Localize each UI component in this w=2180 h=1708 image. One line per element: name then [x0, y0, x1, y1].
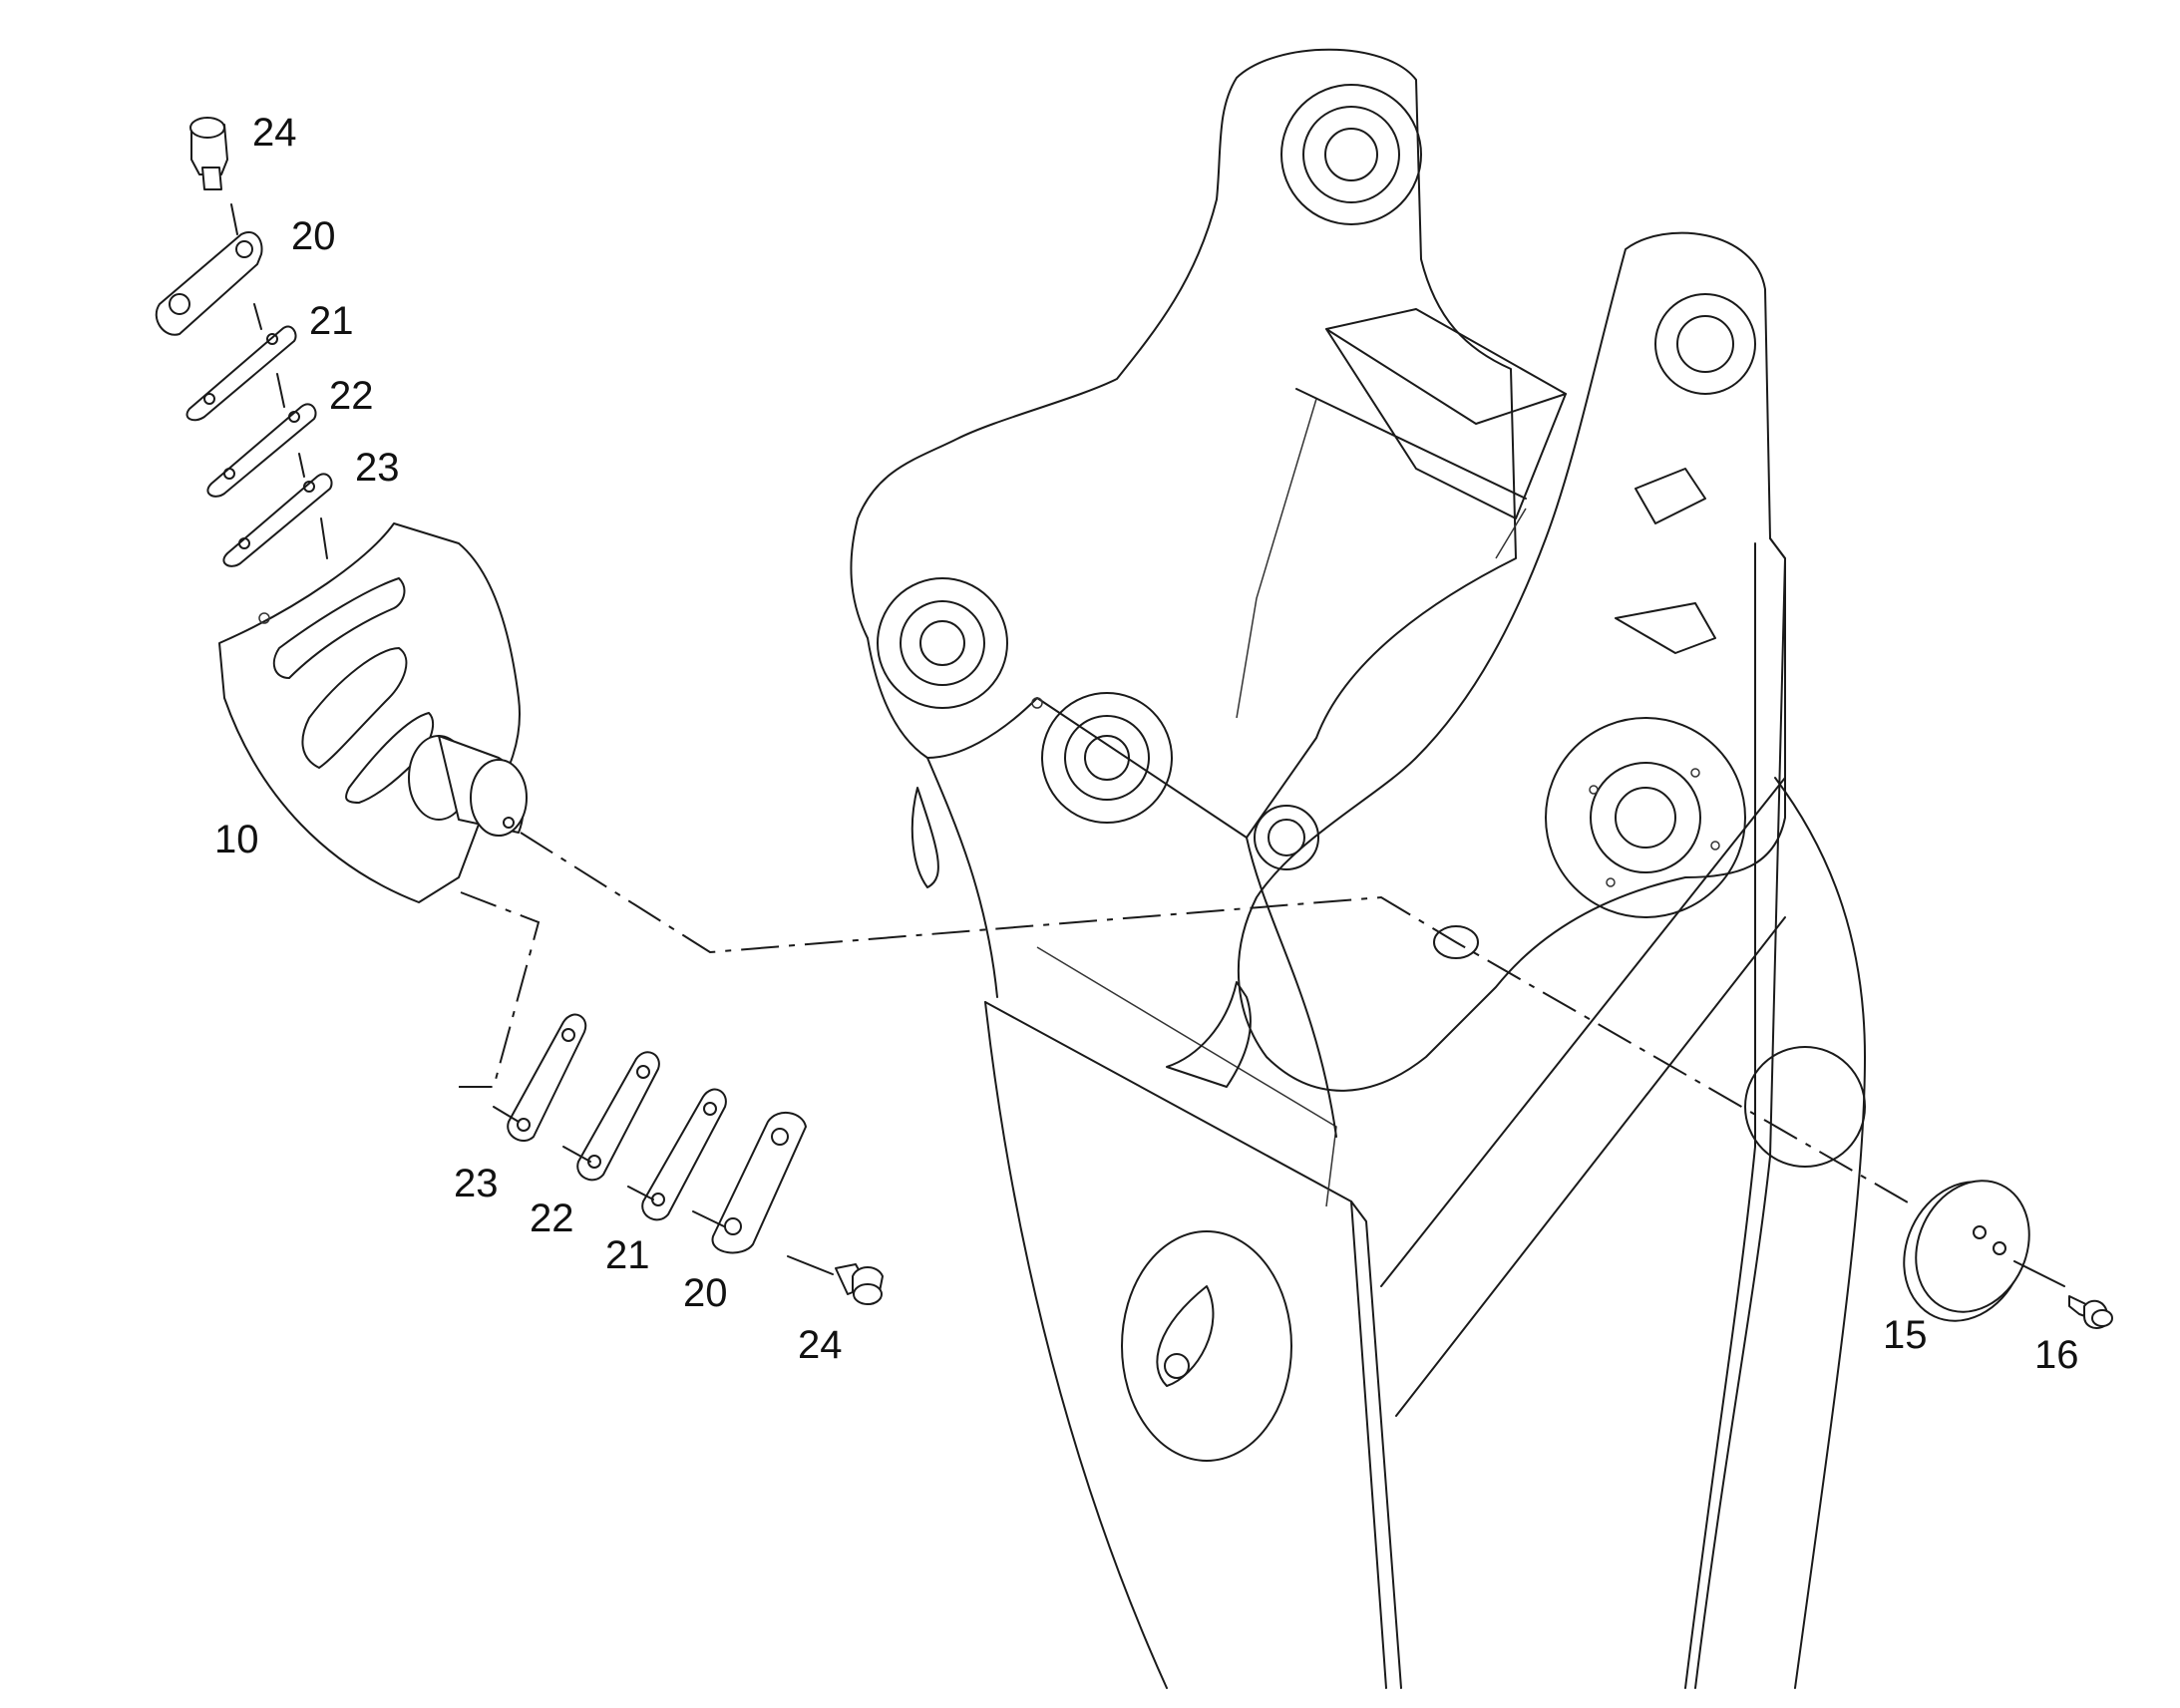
- top-plate-20: [155, 231, 263, 336]
- washer-15: [1903, 1180, 2030, 1322]
- top-shim-22: [206, 373, 317, 498]
- callout-23-top: 23: [355, 446, 400, 490]
- callout-20-bottom: 20: [683, 1271, 728, 1315]
- assembly-lines: [459, 832, 1916, 1207]
- boom-arm: [850, 48, 1866, 1689]
- callout-labels: 24 20 21 22 23 10 23 22 21 20 24 15 16: [214, 111, 2079, 1377]
- callout-16: 16: [2034, 1333, 2079, 1377]
- screw-16: [2013, 1260, 2113, 1329]
- callout-23-bottom: 23: [454, 1162, 499, 1205]
- callout-15: 15: [1883, 1313, 1928, 1357]
- callout-22-top: 22: [329, 374, 374, 418]
- callout-10: 10: [214, 818, 259, 861]
- bottom-plate-20: [692, 1112, 807, 1254]
- callout-22-bottom: 22: [530, 1196, 574, 1240]
- callout-21-bottom: 21: [605, 1233, 650, 1277]
- pin-assembly-10: [218, 522, 528, 903]
- bottom-bolt-24: [787, 1255, 884, 1305]
- callout-24-bottom: 24: [798, 1323, 843, 1367]
- top-shim-23: [222, 453, 333, 567]
- bottom-shim-21: [627, 1088, 727, 1221]
- top-shim-21: [185, 303, 297, 422]
- callout-24-top: 24: [252, 111, 297, 155]
- callout-20-top: 20: [291, 214, 336, 258]
- callout-21-top: 21: [309, 299, 354, 343]
- top-bolt-24: [189, 117, 238, 235]
- bottom-shim-23: [493, 1013, 587, 1142]
- bottom-shim-22: [562, 1051, 660, 1182]
